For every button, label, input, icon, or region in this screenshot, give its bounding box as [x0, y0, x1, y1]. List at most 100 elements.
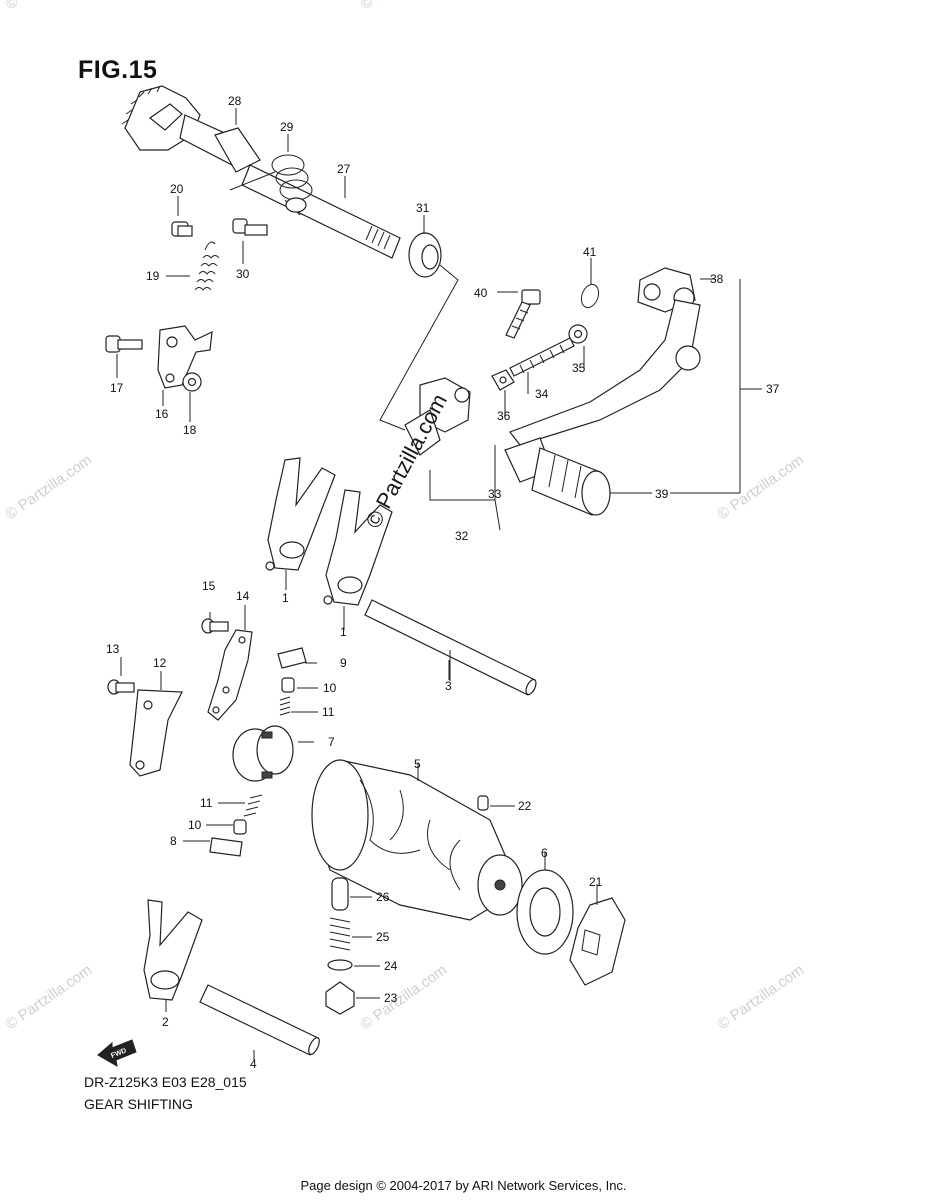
ref-32: 32	[455, 529, 469, 543]
part-31-oil-seal[interactable]	[408, 232, 442, 278]
part-8-pawl[interactable]	[209, 837, 243, 857]
watermark-upper-center: © Partzilla.com	[358, 0, 451, 13]
part-30-bolt[interactable]	[232, 218, 268, 236]
ref-6: 6	[541, 846, 548, 860]
ref-13: 13	[106, 642, 120, 656]
figure-title: FIG.15	[78, 56, 158, 84]
ref-5: 5	[414, 757, 421, 771]
watermark-upper-left: © Partzilla.com	[3, 0, 96, 13]
ref-17: 17	[110, 381, 124, 395]
ref-16: 16	[155, 407, 169, 421]
ref-14: 14	[236, 589, 250, 603]
ref-26: 26	[376, 890, 390, 904]
ref-36: 36	[497, 409, 511, 423]
ref-30: 30	[236, 267, 250, 281]
part-6-washer[interactable]	[516, 869, 574, 955]
ref-2: 2	[162, 1015, 169, 1029]
ref-1a: 1	[282, 591, 289, 605]
ref-27: 27	[337, 162, 351, 176]
part-40-bolt[interactable]	[505, 289, 541, 339]
part-23-switch-body[interactable]	[325, 981, 355, 1015]
part-25-spring[interactable]	[329, 917, 351, 951]
callouts: 28 29 27 31 20 19 30 17 16 18 40 41 38 3…	[106, 94, 780, 1071]
ref-19: 19	[146, 269, 160, 283]
part-19-spring[interactable]	[194, 241, 220, 291]
ref-12: 12	[153, 656, 167, 670]
watermark-mid-center: © Partzilla.com	[358, 961, 451, 1033]
ref-15: 15	[202, 579, 216, 593]
part-24-o-ring[interactable]	[327, 959, 353, 971]
part-2-shift-fork[interactable]	[143, 899, 203, 1001]
part-37-gearshift-lever[interactable]	[504, 299, 701, 483]
part-18-washer[interactable]	[182, 372, 202, 392]
part-39-shift-pedal-rubber[interactable]	[531, 447, 611, 516]
ref-21: 21	[589, 875, 603, 889]
ref-28: 28	[228, 94, 242, 108]
ref-11-upper: 11	[322, 705, 335, 719]
part-15-screw[interactable]	[201, 618, 229, 634]
ref-40: 40	[474, 286, 488, 300]
ref-7: 7	[328, 735, 335, 749]
watermark-top-right: © Partzilla.com	[715, 451, 808, 523]
part-41-circlip[interactable]	[578, 282, 601, 310]
part-3-fork-shaft[interactable]	[364, 599, 538, 696]
part-11-spring-upper[interactable]	[279, 696, 291, 716]
ref-24: 24	[384, 959, 398, 973]
part-32-33-rod-ends[interactable]	[404, 377, 501, 531]
center-watermark: © Partzilla.com	[360, 390, 452, 533]
ref-9: 9	[340, 656, 347, 670]
part-13-screw[interactable]	[107, 679, 135, 695]
ref-29: 29	[280, 120, 294, 134]
ref-18: 18	[183, 423, 197, 437]
watermark-top-left: © Partzilla.com	[3, 451, 96, 523]
ref-4: 4	[250, 1057, 257, 1071]
ref-38: 38	[710, 272, 724, 286]
ref-3: 3	[445, 679, 452, 693]
arrow-left-icon	[97, 1039, 137, 1067]
ref-25: 25	[376, 930, 390, 944]
part-29-return-spring[interactable]	[229, 154, 313, 216]
ref-22: 22	[518, 799, 532, 813]
part-10-pin-upper[interactable]	[281, 677, 295, 693]
part-22-pin[interactable]	[477, 795, 489, 811]
ref-8: 8	[170, 834, 177, 848]
part-36-nut[interactable]	[491, 369, 515, 391]
fwd-direction-marker: FWD	[97, 1039, 137, 1067]
ref-41: 41	[583, 245, 597, 259]
part-1-shift-fork-b[interactable]	[323, 489, 393, 606]
part-35-nut[interactable]	[568, 324, 588, 344]
part-4-fork-shaft[interactable]	[199, 984, 321, 1056]
part-28-gear-segment[interactable]	[121, 85, 241, 166]
part-26-neutral-contact[interactable]	[331, 877, 349, 911]
watermark-mid-left: © Partzilla.com	[3, 961, 96, 1033]
ref-31: 31	[416, 201, 430, 215]
ref-37: 37	[766, 382, 780, 396]
part-34-tie-rod[interactable]	[509, 337, 575, 377]
ref-34: 34	[535, 387, 549, 401]
part-1-shift-fork-a[interactable]	[265, 457, 336, 571]
part-17-bolt[interactable]	[105, 335, 143, 353]
ref-1b: 1	[340, 625, 347, 639]
part-11-spring-lower[interactable]	[243, 794, 263, 817]
ref-33: 33	[488, 487, 502, 501]
model-code: DR-Z125K3 E03 E28_015	[84, 1074, 247, 1090]
part-5-shift-cam[interactable]	[311, 759, 523, 921]
part-12-guide-plate[interactable]	[129, 689, 183, 777]
section-title: GEAR SHIFTING	[84, 1096, 193, 1112]
part-14-cam-plate[interactable]	[207, 629, 253, 721]
part-21-cam-plate[interactable]	[569, 897, 626, 986]
footer-copyright: Page design © 2004-2017 by ARI Network S…	[300, 1178, 627, 1193]
ref-20: 20	[170, 182, 184, 196]
part-16-stopper-arm[interactable]	[157, 325, 213, 389]
part-10-pin-lower[interactable]	[233, 819, 247, 835]
watermark-mid-right: © Partzilla.com	[715, 961, 808, 1033]
part-20-bolt[interactable]	[171, 221, 193, 237]
ref-11-lower: 11	[200, 796, 213, 810]
part-27-shift-shaft[interactable]	[214, 127, 401, 259]
part-9-pawl[interactable]	[277, 647, 307, 669]
part-7-cam-guide[interactable]	[232, 725, 294, 782]
ref-23: 23	[384, 991, 398, 1005]
ref-10-upper: 10	[323, 681, 337, 695]
ref-10-lower: 10	[188, 818, 202, 832]
